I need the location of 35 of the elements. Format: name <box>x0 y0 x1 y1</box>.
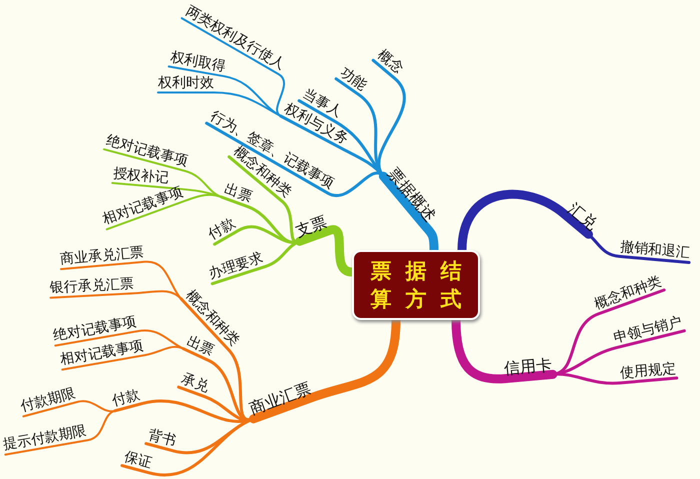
branch-label: 信用卡 <box>503 354 553 378</box>
branch-label: 使用规定 <box>619 360 677 382</box>
branch-label: 汇兑 <box>564 198 602 234</box>
central-topic-box: 票据结算方式 <box>352 250 480 320</box>
branch-label: 功能 <box>336 64 370 94</box>
branch-label: 出票 <box>184 332 216 360</box>
branch-label: 申领与销户 <box>612 313 684 347</box>
branch-label: 出票 <box>222 180 254 206</box>
branch-label: 支票 <box>292 212 330 240</box>
branch-label: 撤销和退汇 <box>619 238 691 262</box>
branch-label: 商业汇票 <box>246 378 314 418</box>
branch-line <box>157 92 282 117</box>
branch-label: 承兑 <box>178 370 212 396</box>
branch-label: 权利时效 <box>158 74 214 92</box>
branch-label: 权利取得 <box>168 48 228 76</box>
branch-line <box>50 290 182 300</box>
branch-label: 商业承兑汇票 <box>59 244 145 268</box>
branch-label: 提示付款期限 <box>2 422 88 454</box>
branch-label: 概念和种类 <box>592 273 664 313</box>
branch-line <box>54 330 184 350</box>
branch-line <box>4 410 116 456</box>
branch-label: 背书 <box>146 426 178 450</box>
branch-line <box>61 346 184 371</box>
branch-line <box>22 400 116 418</box>
branch-label: 付款 <box>110 386 142 410</box>
branch-label: 票据概述 <box>384 163 440 225</box>
branch-label: 银行承兑汇票 <box>50 275 134 297</box>
branch-line <box>103 148 223 198</box>
branch-label: 办理要求 <box>206 249 266 283</box>
branch-line <box>106 194 223 230</box>
branch-label: 付款 <box>206 214 238 244</box>
branch-label: 保证 <box>122 448 154 472</box>
branch-label: 概念 <box>374 46 406 78</box>
branch-line <box>180 17 286 117</box>
branch-label: 付款期限 <box>18 384 78 416</box>
